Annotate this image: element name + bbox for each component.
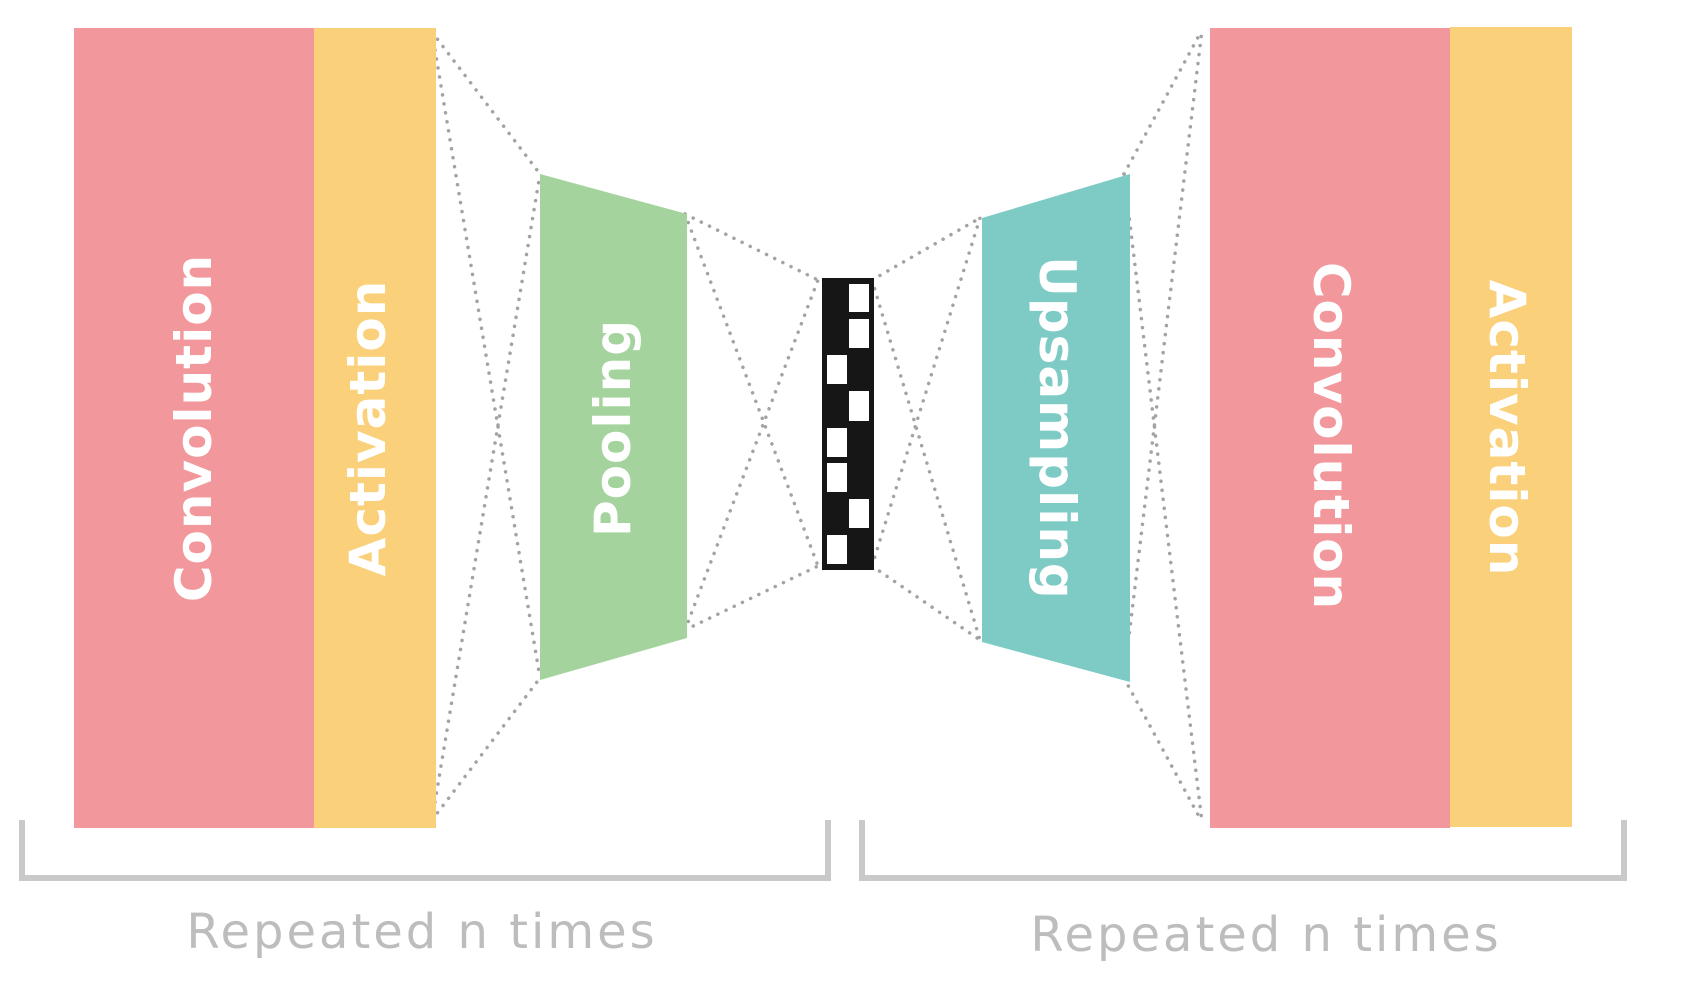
latent-code-icon bbox=[822, 278, 874, 570]
connector-line bbox=[683, 212, 820, 282]
latent-cell bbox=[827, 463, 847, 492]
connector-line bbox=[1122, 172, 1204, 824]
decoder-activation-label: Activation bbox=[1478, 280, 1536, 577]
encoder-repeat-caption: Repeated n times bbox=[186, 904, 657, 960]
connector-line bbox=[870, 278, 982, 642]
connector-line bbox=[430, 30, 542, 680]
upsampling-block bbox=[982, 174, 1130, 682]
latent-cell bbox=[827, 535, 847, 564]
encoder-convolution-label: Convolution bbox=[165, 254, 223, 602]
latent-cell bbox=[849, 284, 869, 312]
encoder-activation-label: Activation bbox=[339, 280, 397, 577]
encoder-bracket bbox=[19, 820, 831, 881]
encoder-convolution-block bbox=[74, 28, 314, 828]
connector-line bbox=[430, 172, 542, 822]
encoder-activation-block bbox=[314, 28, 436, 828]
decoder-activation-block bbox=[1450, 27, 1572, 827]
decoder-convolution-block bbox=[1210, 28, 1450, 828]
connector-line bbox=[430, 30, 542, 176]
decoder-convolution-label: Convolution bbox=[1302, 262, 1360, 610]
pooling-label: Pooling bbox=[584, 319, 642, 537]
connector-line bbox=[683, 278, 820, 632]
connector-line bbox=[430, 676, 542, 822]
connector-lines bbox=[430, 28, 1204, 824]
connector-line bbox=[1122, 28, 1204, 176]
connector-line bbox=[1122, 676, 1204, 824]
connector-line bbox=[683, 564, 820, 632]
connector-line bbox=[1122, 28, 1204, 680]
latent-cell bbox=[827, 355, 847, 384]
latent-cell bbox=[827, 428, 847, 457]
decoder-repeat-caption: Repeated n times bbox=[1030, 907, 1501, 963]
latent-cell bbox=[849, 499, 869, 528]
decoder-bracket bbox=[859, 820, 1627, 881]
latent-cell bbox=[849, 319, 869, 348]
connector-line bbox=[870, 216, 982, 568]
connector-line bbox=[870, 564, 982, 642]
connector-line bbox=[870, 216, 982, 282]
upsampling-label: Upsampling bbox=[1028, 256, 1086, 599]
pooling-block bbox=[540, 174, 687, 680]
connector-line bbox=[683, 212, 820, 568]
latent-cell bbox=[849, 391, 869, 421]
